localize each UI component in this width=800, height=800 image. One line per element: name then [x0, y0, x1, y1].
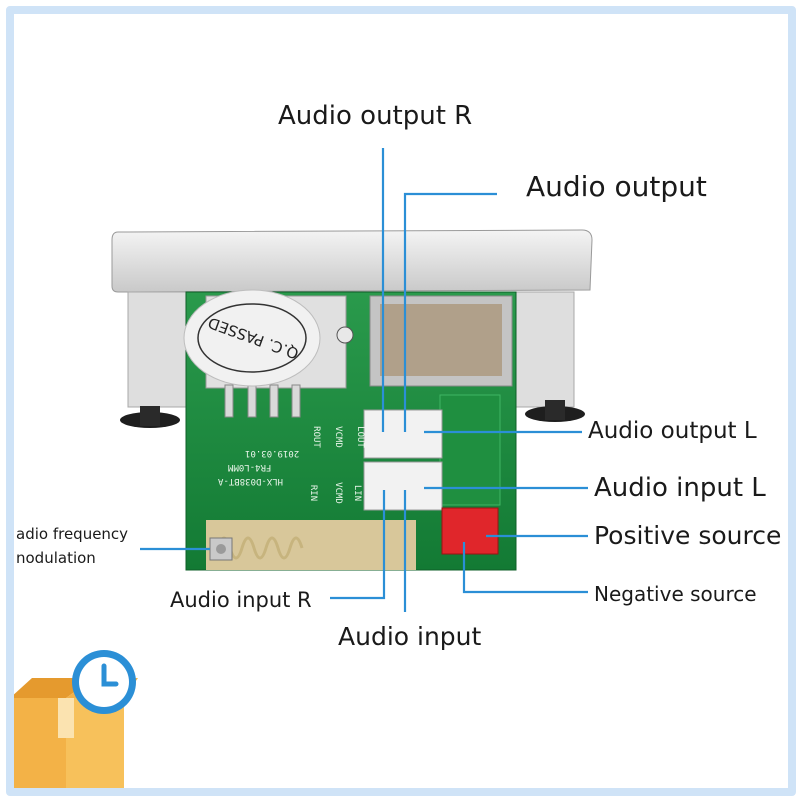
label-positive-source: Positive source	[594, 521, 782, 550]
label-radio-frequency-line1: adio frequency	[16, 525, 129, 543]
label-audio-input-l: Audio input L	[594, 473, 766, 503]
pointer-audio-output	[403, 192, 497, 432]
clock-box-icon	[10, 650, 138, 788]
pointer-audio-input-r	[330, 490, 386, 600]
label-audio-output-r: Audio output R	[278, 101, 473, 131]
qc-sticker	[183, 289, 321, 387]
label-negative-source: Negative source	[594, 582, 757, 606]
label-audio-output: Audio output	[526, 170, 707, 203]
front-panel	[111, 229, 593, 428]
label-radio-frequency-line2: nodulation	[16, 549, 96, 567]
label-audio-input-r: Audio input R	[170, 588, 312, 612]
image-frame	[6, 6, 796, 796]
label-audio-output-l: Audio output L	[588, 418, 757, 444]
pointer-negative-source	[462, 542, 588, 594]
label-audio-input: Audio input	[338, 622, 482, 651]
